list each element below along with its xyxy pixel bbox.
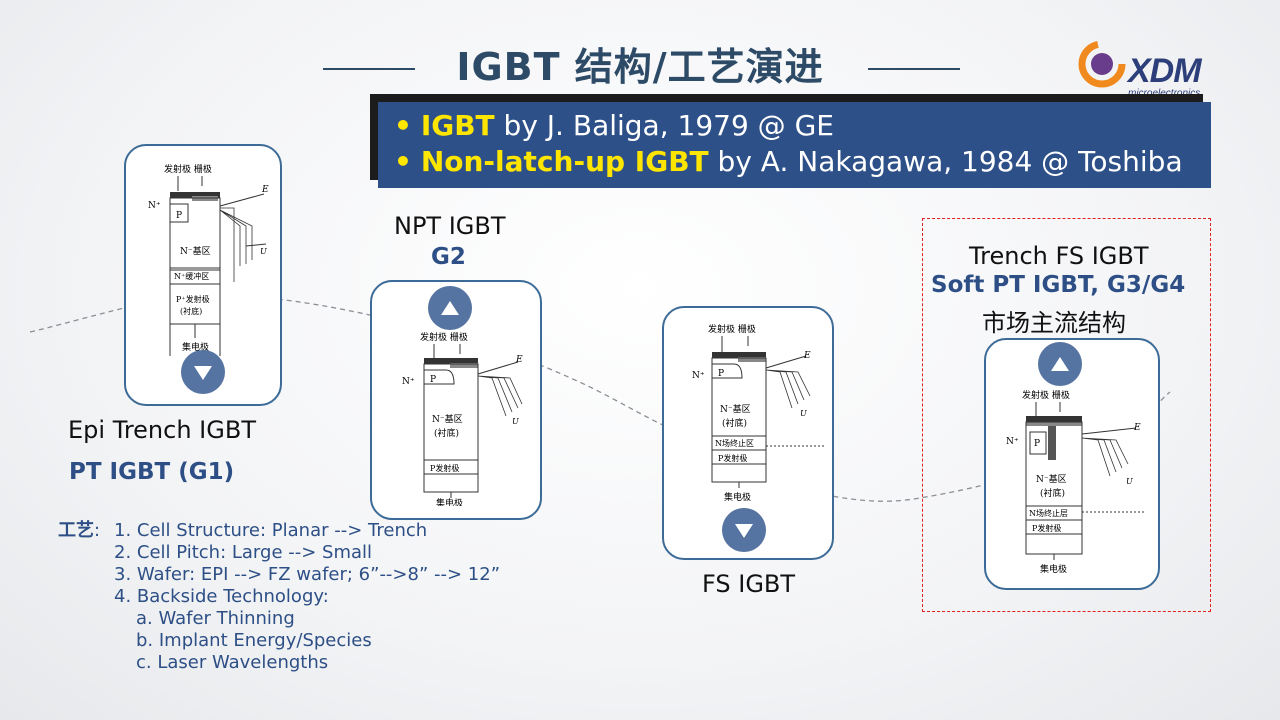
triangle-down-icon [194,366,212,380]
mainstream-highlight-box [922,218,1211,612]
structure-gen-trench-fs: Soft PT IGBT, G3/G4 [931,272,1186,298]
svg-text:U: U [1126,477,1133,486]
svg-text:U: U [512,417,519,426]
svg-text:E: E [1133,423,1141,433]
svg-text:P发射极: P发射极 [1032,523,1061,533]
svg-text:N场终止区: N场终止区 [715,438,754,448]
structure-name-npt: NPT IGBT [394,212,506,240]
svg-text:(衬底): (衬底) [722,417,747,429]
title-rule-right [868,68,960,70]
svg-text:N⁺缓冲区: N⁺缓冲区 [174,271,209,281]
banner-highlight-1: IGBT [420,109,495,142]
expand-up-button[interactable] [428,286,472,330]
history-banner: • IGBT by J. Baliga, 1979 @ GE • Non-lat… [378,102,1211,188]
structure-name-fs: FS IGBT [702,570,796,598]
svg-text:P: P [430,375,436,385]
process-item: 3. Wafer: EPI --> FZ wafer; 6”-->8” --> … [114,564,501,585]
cross-section-diagram: 发射极 栅极 N⁺ P N⁻基区 (衬底) N场终止区 P发射极 E U 集电极 [692,323,824,503]
svg-text:发射极 栅极: 发射极 栅极 [164,163,212,175]
triangle-up-icon [441,301,459,315]
structure-name-trench-fs: Trench FS IGBT [969,242,1149,270]
svg-text:P: P [718,369,724,379]
svg-text:E: E [803,351,811,361]
bullet: • [394,145,412,178]
svg-text:发射极 栅极: 发射极 栅极 [708,323,756,335]
collapse-down-button[interactable] [722,508,766,552]
svg-text:N⁺: N⁺ [692,371,705,381]
process-subitem: c. Laser Wavelengths [136,652,329,673]
xdm-logo-icon [1078,40,1126,88]
structure-gen-epi-trench: PT IGBT (G1) [69,459,235,485]
svg-text:发射极 栅极: 发射极 栅极 [1022,389,1070,401]
cross-section-diagram: 发射极 栅极 N⁺ P N⁻基区 N⁺缓冲区 P⁺发射极 (衬底) E U 集电… [148,163,269,356]
svg-text:U: U [800,409,807,418]
svg-text:E: E [261,185,269,195]
svg-text:(衬底): (衬底) [1040,487,1065,499]
cross-section-diagram: 发射极 栅极 N⁺ P N⁻基区 (衬底) N场终止层 P发射极 E U 集电极 [1006,389,1146,575]
svg-text:集电极: 集电极 [1040,563,1067,575]
svg-text:N⁺: N⁺ [1006,437,1019,447]
cross-section-diagram: 发射极 栅极 N⁺ P N⁻基区 (衬底) P发射极 E U 集电极 [402,331,523,506]
structure-gen-npt: G2 [431,244,466,270]
banner-text-2: by A. Nakagawa, 1984 @ Toshiba [708,145,1183,178]
process-item: 2. Cell Pitch: Large --> Small [114,542,373,563]
svg-text:P: P [1034,439,1040,449]
svg-text:N⁻基区: N⁻基区 [180,245,211,257]
process-item: 1. Cell Structure: Planar --> Trench [114,520,428,541]
svg-text:集电极: 集电极 [436,497,463,506]
svg-text:P⁺发射极: P⁺发射极 [176,294,210,304]
process-subitem: b. Implant Energy/Species [136,630,372,651]
process-heading-text: 工艺 [58,520,94,541]
banner-line-1: • IGBT by J. Baliga, 1979 @ GE [394,109,834,142]
triangle-up-icon [1051,357,1069,371]
structure-card-npt: 发射极 栅极 N⁺ P N⁻基区 (衬底) P发射极 E U 集电极 [370,280,542,520]
triangle-down-icon [735,524,753,538]
svg-text:N场终止层: N场终止层 [1029,508,1068,518]
title-rule-left [323,68,415,70]
slide-title: IGBT 结构/工艺演进 [456,45,824,89]
collapse-down-button[interactable] [181,350,225,394]
svg-text:N⁻基区: N⁻基区 [720,403,751,415]
structure-name-epi-trench: Epi Trench IGBT [68,416,256,444]
svg-text:N⁻基区: N⁻基区 [432,413,463,425]
structure-card-fs: 发射极 栅极 N⁺ P N⁻基区 (衬底) N场终止区 P发射极 E U 集电极 [662,306,834,560]
svg-text:(衬底): (衬底) [180,306,202,316]
svg-text:N⁺: N⁺ [148,201,161,211]
svg-text:P: P [176,211,182,221]
structure-card-trench-fs: 发射极 栅极 N⁺ P N⁻基区 (衬底) N场终止层 P发射极 E U 集电极 [984,338,1160,590]
process-subitem: a. Wafer Thinning [136,608,295,629]
logo-name: XDM [1128,52,1202,90]
bullet: • [394,109,412,142]
svg-text:集电极: 集电极 [724,491,751,503]
process-colon: : [94,520,101,541]
svg-text:E: E [515,355,523,365]
structure-card-epi-trench: 发射极 栅极 N⁺ P N⁻基区 N⁺缓冲区 P⁺发射极 (衬底) E U 集电… [124,144,282,406]
svg-text:N⁻基区: N⁻基区 [1036,473,1067,485]
process-item: 4. Backside Technology: [114,586,329,607]
svg-text:P发射极: P发射极 [718,453,747,463]
expand-up-button[interactable] [1038,342,1082,386]
svg-text:P发射极: P发射极 [430,463,459,473]
svg-text:(衬底): (衬底) [434,427,459,439]
mainstream-label: 市场主流结构 [982,309,1126,337]
banner-highlight-2: Non-latch-up IGBT [420,145,709,178]
logo-subtitle: microelectronics [1128,88,1201,99]
process-heading: 工艺: [58,520,100,542]
banner-text-1: by J. Baliga, 1979 @ GE [494,109,834,142]
svg-text:N⁺: N⁺ [402,377,415,387]
banner-line-2: • Non-latch-up IGBT by A. Nakagawa, 1984… [394,145,1183,178]
svg-text:U: U [260,247,267,256]
process-list: 1. Cell Structure: Planar --> Trench 2. … [114,520,500,674]
svg-text:发射极 栅极: 发射极 栅极 [420,331,468,343]
